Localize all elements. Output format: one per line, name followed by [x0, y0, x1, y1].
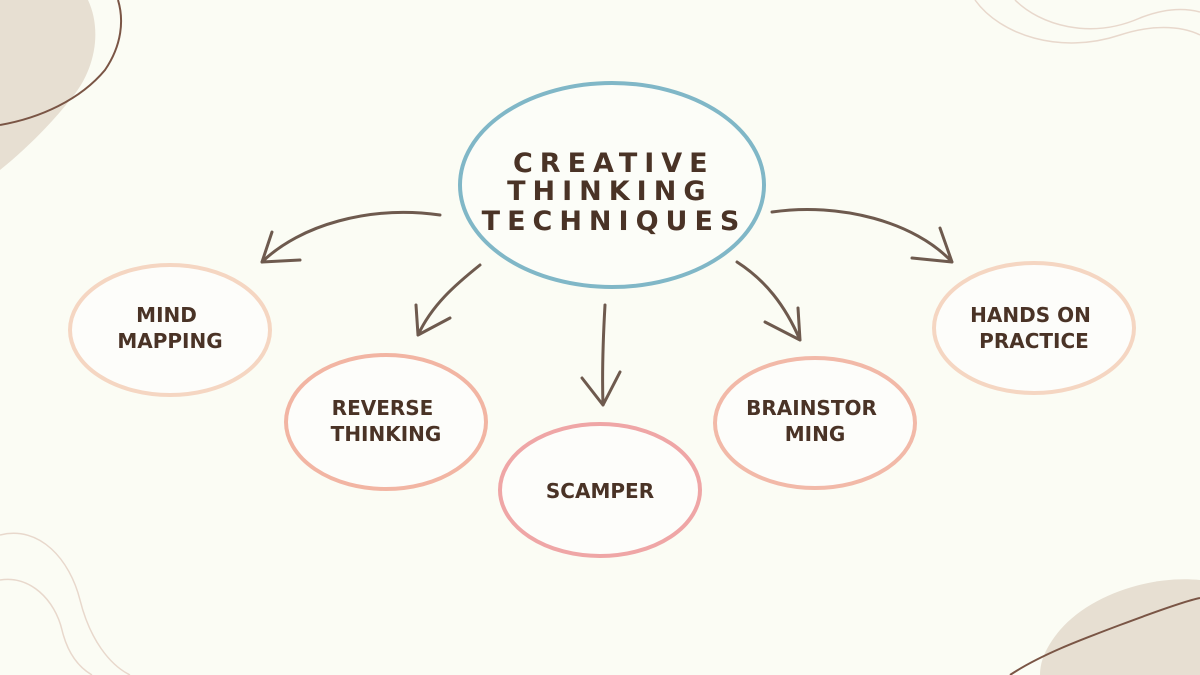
top-left-curve	[0, 0, 123, 126]
center-node: CREATIVE THINKING TECHNIQUES	[482, 148, 747, 237]
node-mind-mapping: MIND MAPPING	[117, 303, 222, 353]
top-left-blob	[0, 0, 96, 170]
svg-text:MIND MAPPING: MIND MAPPING	[117, 303, 222, 353]
node-brainstorming-line-2: MING	[785, 422, 846, 446]
svg-text:BRAINSTOR MING: BRAINSTOR MING	[746, 396, 884, 446]
node-reverse-thinking: REVERSE THINKING	[331, 396, 442, 446]
node-border-reverse-thinking	[284, 353, 488, 491]
svg-text:HANDS ON PRACTICE: HANDS ON PRACTICE	[970, 303, 1098, 353]
connector-arrows	[260, 208, 954, 407]
center-title-line-2: THINKING	[507, 176, 712, 207]
arrow-to-scamper	[580, 303, 622, 407]
arrow-to-brainstorming	[735, 260, 802, 342]
top-right-wave-1	[974, 0, 1200, 44]
svg-text:CREATIVE THINKING: CREATIVE THINKING TECHNIQUES	[482, 148, 747, 237]
top-right-wave-2	[1014, 0, 1200, 30]
bottom-right-curve	[1009, 597, 1200, 675]
node-brainstorming-line-1: BRAINSTOR	[746, 396, 877, 420]
center-title-line-1: CREATIVE	[513, 148, 715, 179]
center-node-border	[458, 81, 766, 289]
node-hands-on-practice-line-2: PRACTICE	[979, 329, 1089, 353]
node-scamper: SCAMPER	[546, 479, 654, 503]
node-brainstorming: BRAINSTOR MING	[746, 396, 884, 446]
node-scamper-line-1: SCAMPER	[546, 479, 654, 503]
arrow-to-mind-mapping	[260, 210, 442, 264]
svg-text:REVERSE THINKING: REVERSE THINKING	[331, 396, 442, 446]
center-title-line-3: TECHNIQUES	[482, 206, 747, 237]
node-border-scamper	[498, 422, 702, 558]
node-border-mind-mapping	[68, 263, 272, 397]
arrow-to-hands-on-practice	[770, 208, 954, 264]
node-reverse-thinking-line-2: THINKING	[331, 422, 442, 446]
bottom-right-blob	[1040, 579, 1200, 675]
node-border-hands-on-practice	[932, 261, 1136, 395]
node-hands-on-practice-line-1: HANDS ON	[970, 303, 1091, 327]
bottom-left-wave-2	[0, 578, 93, 675]
node-border-brainstorming	[713, 356, 917, 490]
node-reverse-thinking-line-1: REVERSE	[332, 396, 434, 420]
node-mind-mapping-line-1: MIND	[136, 303, 197, 327]
arrow-to-reverse-thinking	[414, 263, 482, 337]
node-mind-mapping-line-2: MAPPING	[117, 329, 222, 353]
nodes	[68, 81, 1136, 558]
bottom-left-wave-1	[0, 532, 131, 675]
node-hands-on-practice: HANDS ON PRACTICE	[970, 303, 1098, 353]
svg-text:SCAMPER: SCAMPER	[546, 479, 654, 503]
